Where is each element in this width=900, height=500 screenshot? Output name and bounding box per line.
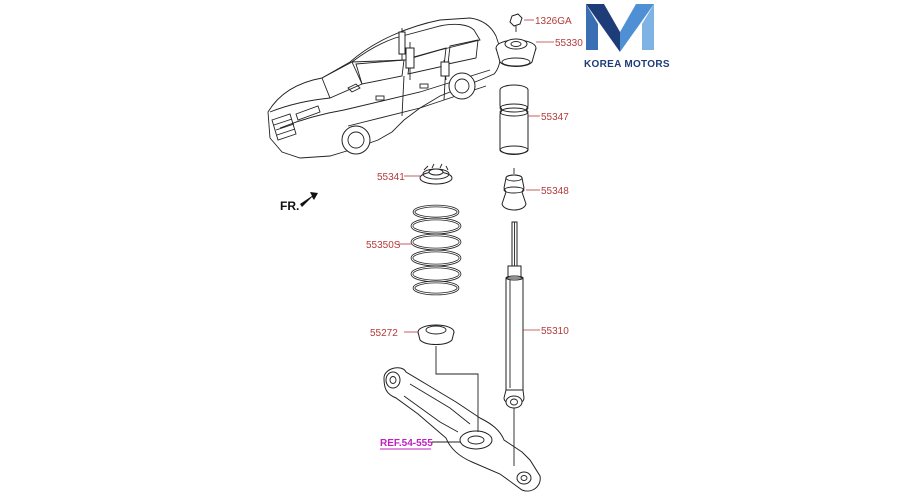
label-55330: 55330	[555, 38, 583, 49]
front-direction-label: FR.	[280, 199, 299, 213]
part-coil-spring-55350s	[398, 204, 462, 296]
logo-right-stroke-icon	[620, 4, 654, 52]
part-bump-stopper-55348	[501, 168, 540, 211]
logo-left-leg-icon	[586, 4, 598, 50]
logo-right-leg-icon	[642, 4, 654, 50]
part-mount-55330	[495, 38, 554, 67]
label-55350s: 55350S	[366, 240, 401, 251]
part-dust-cover-55347	[499, 84, 540, 155]
logo-left-stroke-icon	[586, 4, 620, 52]
label-55341: 55341	[377, 172, 405, 183]
label-55348: 55348	[541, 186, 569, 197]
car-illustration	[267, 17, 501, 159]
label-55272: 55272	[370, 328, 398, 339]
label-55347: 55347	[541, 112, 569, 123]
part-upper-pad-55341	[404, 163, 453, 185]
label-55310: 55310	[541, 326, 569, 337]
brand-name: KOREA MOTORS	[584, 59, 670, 70]
part-shock-absorber-55310	[503, 221, 540, 409]
part-lower-pad-55272	[404, 324, 455, 345]
part-nut-1326ga	[509, 13, 534, 32]
label-1326ga: 1326GA	[535, 16, 572, 27]
reference-label: REF.54-555	[380, 438, 433, 449]
lower-control-arm	[383, 346, 541, 492]
korea-motors-logo: KOREA MOTORS	[584, 4, 670, 70]
front-direction-indicator: FR.	[280, 192, 318, 213]
front-arrow-icon	[300, 192, 318, 207]
